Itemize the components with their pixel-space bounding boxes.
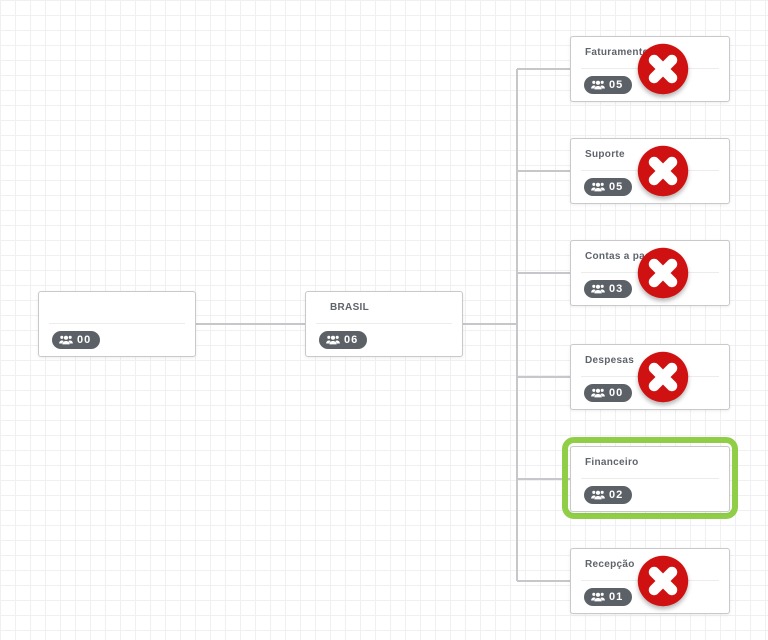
node-title: Contas a pagar [585,251,662,262]
member-count: 05 [609,181,624,193]
org-node-recepcao[interactable]: Recepção 01 [570,548,730,614]
org-node-despesas[interactable]: Despesas 00 [570,344,730,410]
member-count: 00 [77,334,92,346]
org-node-suporte[interactable]: Suporte 05 [570,138,730,204]
org-node-root[interactable]: 00 [38,291,196,357]
member-count-badge: 06 [319,331,368,349]
member-count-badge: 01 [584,588,633,606]
org-node-brasil[interactable]: BRASIL 06 [305,291,463,357]
org-node-faturamento[interactable]: Faturamento 05 [570,36,730,102]
selection-highlight [562,437,738,519]
member-count: 00 [609,387,624,399]
node-title: Financeiro [585,457,639,468]
users-icon [591,182,605,192]
member-count: 02 [609,489,624,501]
node-title: Despesas [585,355,635,366]
users-icon [591,388,605,398]
node-divider [581,478,719,479]
node-divider [316,323,452,324]
member-count-badge: 02 [584,486,633,504]
node-title: Recepção [585,559,635,570]
node-divider [49,323,185,324]
node-title: Suporte [585,149,625,160]
member-count-badge: 03 [584,280,633,298]
delete-x-icon[interactable] [635,245,691,301]
member-count: 05 [609,79,624,91]
member-count: 03 [609,283,624,295]
users-icon [326,335,340,345]
users-icon [591,80,605,90]
users-icon [59,335,73,345]
delete-x-icon[interactable] [635,349,691,405]
users-icon [591,490,605,500]
member-count-badge: 05 [584,178,633,196]
member-count-badge: 05 [584,76,633,94]
delete-x-icon[interactable] [635,143,691,199]
users-icon [591,592,605,602]
node-title: BRASIL [330,302,370,313]
node-title: Faturamento [585,47,649,58]
users-icon [591,284,605,294]
org-node-contas-a-pagar[interactable]: Contas a pagar 03 [570,240,730,306]
member-count: 06 [344,334,359,346]
member-count-badge: 00 [584,384,633,402]
org-node-financeiro[interactable]: Financeiro 02 [570,446,730,512]
delete-x-icon[interactable] [635,41,691,97]
member-count-badge: 00 [52,331,101,349]
member-count: 01 [609,591,624,603]
delete-x-icon[interactable] [635,553,691,609]
